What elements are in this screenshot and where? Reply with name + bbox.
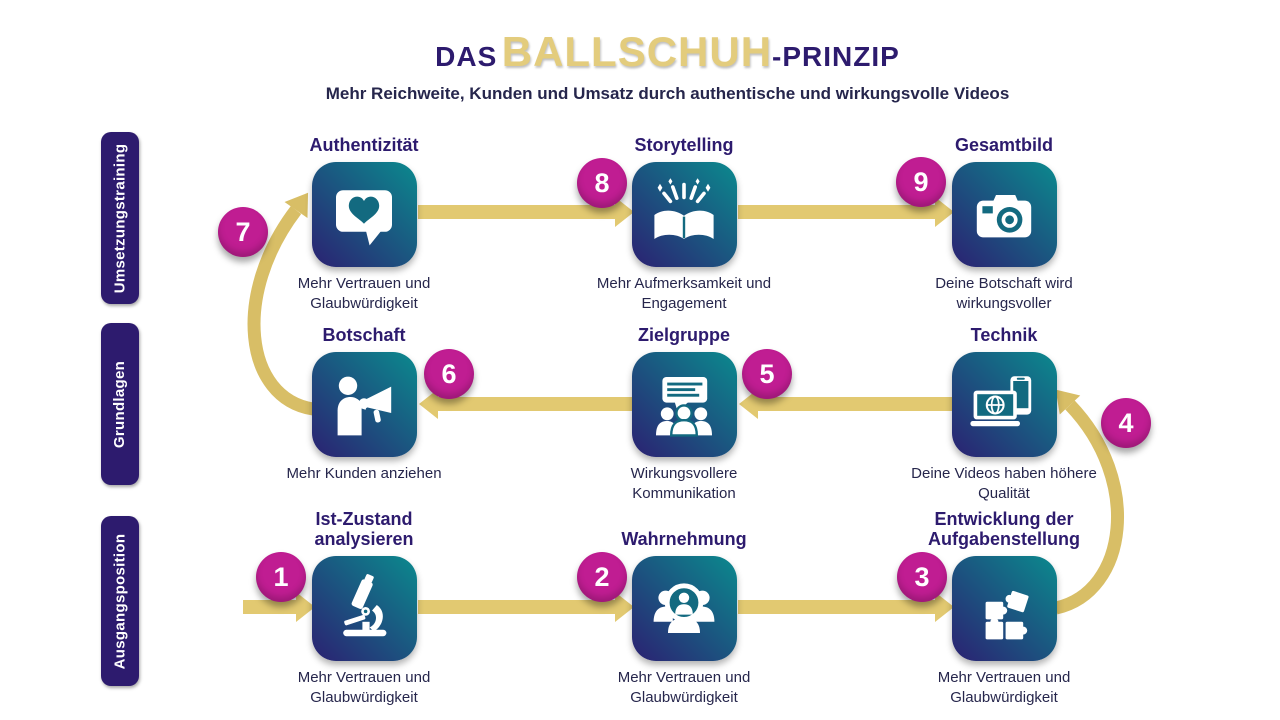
node-box [631,162,737,267]
node-box [311,352,417,457]
node-title: Authentizität [309,135,419,156]
megaphone-person-icon [337,376,392,435]
node-title: Botschaft [322,325,406,346]
node-caption: Deine Botschaft wird wirkungsvoller [935,275,1073,312]
node-wahrnehmung: Wahrnehmung Mehr Vertrauen und Glaubwürd… [564,494,804,707]
node-ist-zustand: Ist-Zustand analysieren Mehr Vertrauen u… [244,494,484,707]
row-label-umsetzungstraining: Umsetzungstraining [101,132,139,304]
people-magnifier-icon [653,582,715,633]
arrow-step-4-curve [1054,389,1124,615]
audience-speech-icon [656,376,712,437]
step-4: 4 [1101,398,1151,448]
node-title: Storytelling [634,135,734,156]
puzzle-icon [985,590,1029,639]
row-label-text: Grundlagen [111,360,129,448]
node-caption: Mehr Vertrauen und Glaubwürdigkeit [297,275,431,312]
arrow-step-8 [418,197,634,227]
storybook-sparkles-icon [654,177,714,239]
node-caption: Mehr Aufmerksamkeit und Engagement [596,275,772,312]
title-highlight: BALLSCHUH [501,28,773,75]
node-box [631,556,737,661]
node-title: Entwicklung der Aufgabenstellung [928,508,1080,550]
node-caption: Mehr Vertrauen und Glaubwürdigkeit [617,669,751,706]
node-box [311,162,417,267]
microscope-icon [343,573,387,636]
node-zielgruppe: Zielgruppe Wirkungsvollere Kommunikation [564,316,804,503]
row-label-text: Ausgangsposition [111,533,129,669]
node-caption: Deine Videos haben höhere Qualität [911,465,1097,502]
node-caption: Mehr Vertrauen und Glaubwürdigkeit [937,669,1071,706]
row-label-text: Umsetzungstraining [111,143,129,293]
node-title: Ist-Zustand analysieren [314,508,414,550]
node-caption: Mehr Vertrauen und Glaubwürdigkeit [297,669,431,706]
node-botschaft: Botschaft Mehr Kunden anziehen [244,316,484,484]
laptop-phone-icon [970,375,1032,426]
node-box [951,556,1057,661]
node-caption: Mehr Kunden anziehen [286,465,442,482]
step-9: 9 [896,157,946,207]
node-technik: Technik Deine Videos haben höhere Qualit… [884,316,1124,503]
row-label-ausgangsposition: Ausgangsposition [101,516,139,686]
node-box [951,162,1057,267]
heart-speech-bubble-icon [336,189,392,245]
row-label-grundlagen: Grundlagen [101,323,139,485]
node-title: Technik [970,325,1038,346]
step-3: 3 [897,552,947,602]
arrow-step-1 [243,592,315,622]
title-suffix: -PRINZIP [772,41,900,72]
camera-icon [976,194,1032,237]
node-title: Zielgruppe [637,325,730,346]
node-box [631,352,737,457]
arrow-step-9 [738,197,954,227]
node-box [311,556,417,661]
title-prefix: DAS [435,41,498,72]
step-7: 7 [218,207,268,257]
arrow-step-6 [419,389,632,419]
page-subtitle: Mehr Reichweite, Kunden und Umsatz durch… [325,84,1010,103]
step-1: 1 [256,552,306,602]
node-caption: Wirkungsvollere Kommunikation [630,465,738,502]
step-5: 5 [742,349,792,399]
arrow-step-5 [739,389,952,419]
step-8: 8 [577,158,627,208]
page-title: DAS BALLSCHUH-PRINZIP [0,28,1280,76]
step-2: 2 [577,552,627,602]
node-title: Wahrnehmung [621,529,747,550]
arrow-step-3 [738,592,954,622]
node-entwicklung: Entwicklung der Aufgabenstellung Mehr Ve… [884,494,1124,707]
node-box [951,352,1057,457]
arrow-step-2 [418,592,634,622]
step-6: 6 [424,349,474,399]
node-title: Gesamtbild [954,135,1054,156]
node-storytelling: Storytelling Mehr Aufmerksamkeit und Eng… [564,126,804,313]
node-authentizitaet: Authentizität Mehr Vertrauen und Glaubwü… [244,126,484,313]
node-gesamtbild: Gesamtbild Deine Botschaft wird wirkungs… [884,126,1124,313]
arrow-step-7-curve [247,192,315,416]
